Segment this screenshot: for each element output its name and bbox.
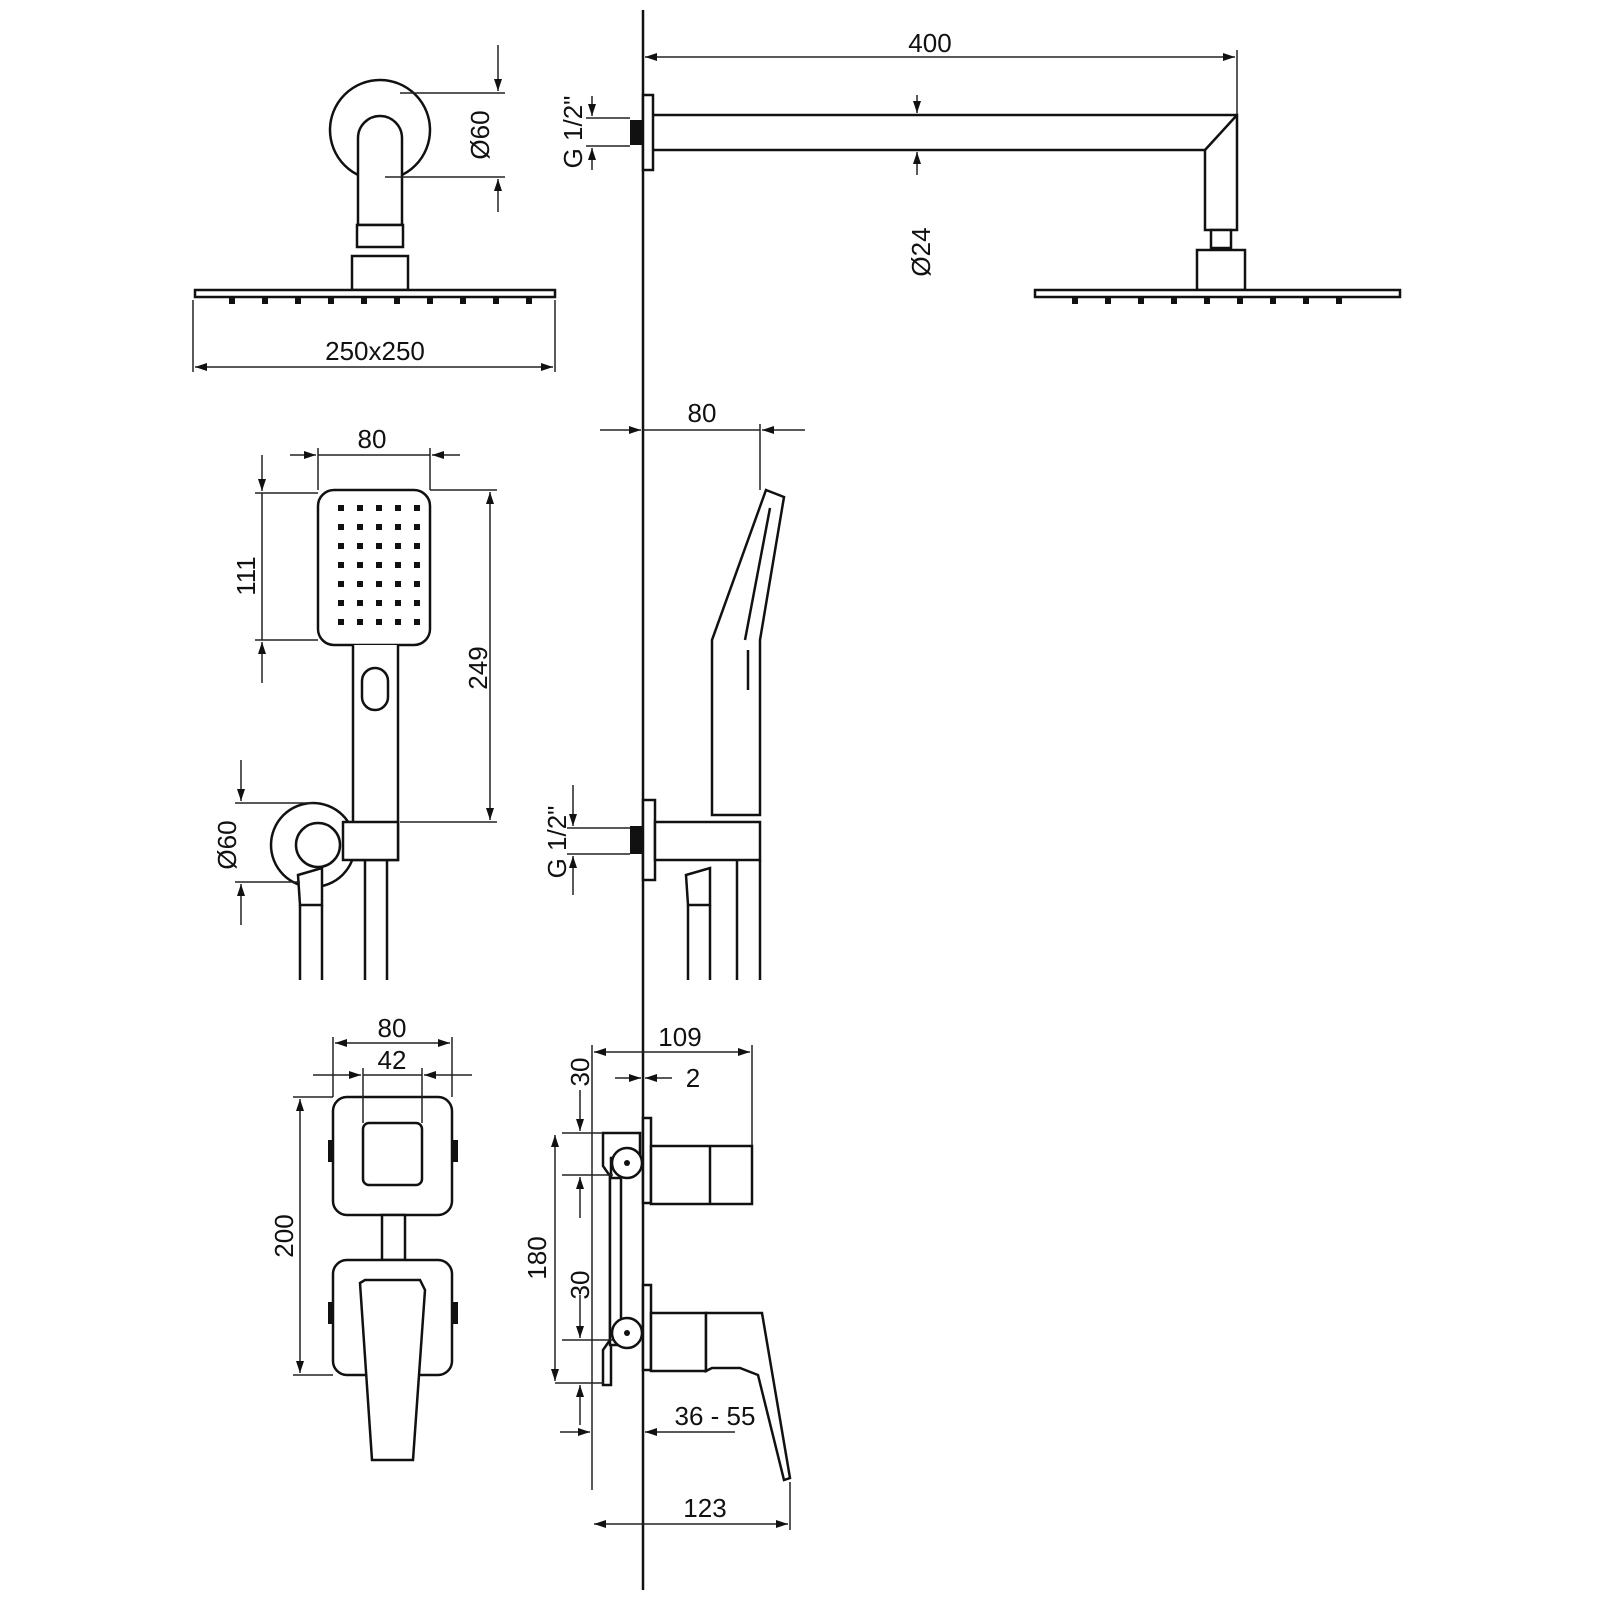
nozzle: [1171, 297, 1177, 304]
spray-nozzle: [376, 543, 382, 549]
spray-nozzle: [338, 543, 344, 549]
dim-head-height: 111: [231, 556, 261, 596]
spray-nozzle: [376, 524, 382, 530]
hand-shower-side-view: 80 G 1/2": [542, 398, 805, 980]
nozzle: [394, 297, 400, 304]
spray-nozzle: [357, 600, 363, 606]
nozzle: [328, 297, 334, 304]
spray-nozzle: [395, 505, 401, 511]
spray-nozzle: [414, 562, 420, 568]
spray-nozzle: [338, 619, 344, 625]
nozzle: [1072, 297, 1078, 304]
nozzle: [1237, 297, 1243, 304]
shower-arm-side-view: 400 Ø24 G 1/2": [558, 28, 1402, 299]
mixer-front-view: 80 42 200: [269, 1013, 472, 1462]
spray-nozzle: [338, 600, 344, 606]
nozzle: [460, 297, 466, 304]
spray-nozzle: [395, 524, 401, 530]
spray-nozzle: [414, 543, 420, 549]
mixer-side-view: 109 2 30 180 30 36 - 55 123: [522, 1022, 792, 1530]
spray-nozzle: [414, 505, 420, 511]
spray-nozzle: [376, 562, 382, 568]
dim-installation-depth: 36 - 55: [675, 1401, 756, 1431]
dim-hand-width: 80: [358, 424, 387, 454]
spray-nozzle: [357, 543, 363, 549]
spray-nozzle: [376, 600, 382, 606]
nozzle: [1204, 297, 1210, 304]
nozzle: [262, 297, 268, 304]
spray-nozzle: [414, 619, 420, 625]
dim-head-size: 250x250: [325, 336, 425, 366]
spray-nozzle: [357, 524, 363, 530]
spray-nozzle: [338, 562, 344, 568]
spray-nozzle: [414, 524, 420, 530]
spray-nozzle: [357, 581, 363, 587]
spray-nozzle: [395, 581, 401, 587]
dim-flange-diameter: Ø60: [465, 110, 495, 159]
dim-projection: 109: [658, 1022, 701, 1052]
spray-nozzle: [414, 600, 420, 606]
nozzle: [1138, 297, 1144, 304]
dim-plate-inner: 42: [378, 1045, 407, 1075]
dim-side-depth: 80: [688, 398, 717, 428]
spray-nozzle: [357, 619, 363, 625]
spray-nozzle: [414, 581, 420, 587]
dim-arm-diameter: Ø24: [906, 227, 936, 276]
dim-plate-width: 80: [378, 1013, 407, 1043]
nozzle: [427, 297, 433, 304]
dim-gap: 2: [686, 1063, 700, 1093]
dim-offset-top: 30: [565, 1058, 595, 1087]
dim-center-distance: 180: [522, 1236, 552, 1279]
spray-nozzle: [395, 543, 401, 549]
spray-nozzle: [338, 581, 344, 587]
nozzle: [526, 297, 532, 304]
hand-shower-front-view: 80 111 249 Ø60: [212, 424, 497, 980]
dim-total-height: 249: [463, 646, 493, 689]
spray-nozzle: [376, 505, 382, 511]
spray-nozzle: [395, 562, 401, 568]
nozzle: [1336, 297, 1342, 304]
dim-lever-projection: 123: [683, 1493, 726, 1523]
spray-nozzle: [376, 581, 382, 587]
dim-mixer-height: 200: [269, 1214, 299, 1257]
spray-nozzle: [395, 600, 401, 606]
spray-nozzle: [357, 505, 363, 511]
spray-nozzle: [376, 619, 382, 625]
spray-nozzle: [357, 562, 363, 568]
spray-nozzle: [395, 619, 401, 625]
nozzle: [1270, 297, 1276, 304]
dim-offset-bottom: 30: [565, 1271, 595, 1300]
spray-nozzle: [338, 505, 344, 511]
spray-nozzle: [338, 524, 344, 530]
shower-head-front-view: Ø60 250x250: [192, 45, 557, 372]
dim-arm-length: 400: [908, 28, 951, 58]
nozzle: [361, 297, 367, 304]
nozzle: [295, 297, 301, 304]
dim-thread-top: G 1/2": [558, 96, 588, 169]
nozzle: [1105, 297, 1111, 304]
dim-bracket-diameter: Ø60: [212, 820, 242, 869]
nozzle: [1303, 297, 1309, 304]
nozzle: [229, 297, 235, 304]
nozzle: [493, 297, 499, 304]
dim-thread-side: G 1/2": [542, 806, 572, 879]
